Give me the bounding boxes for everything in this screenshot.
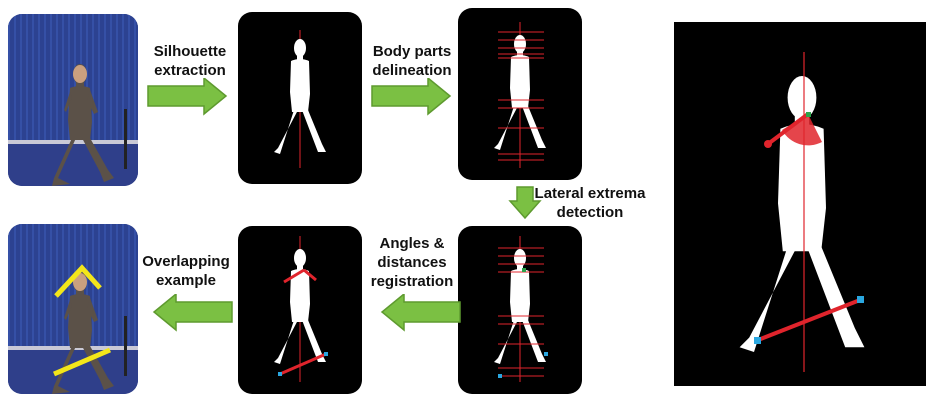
flow-arrow-1 [146,78,236,118]
extrema-point [544,352,548,356]
extrema-point [498,374,502,378]
flow-arrow-left-2 [144,294,234,334]
original-frame-panel [8,14,138,186]
step-label-silhouette-extraction: Silhouette extraction [140,42,240,80]
detail-panel [674,22,926,386]
lateral-extrema-panel [458,226,582,394]
flow-arrow-2 [370,78,460,118]
angles-distances-panel [238,226,362,394]
body-parts-panel [458,8,582,180]
silhouette-panel [238,12,362,184]
step-label-lateral-extrema-detection: Lateral extrema detection [530,184,650,222]
extrema-point [754,337,761,344]
walking-person-photo [8,14,138,186]
feet-distance-line [280,354,326,374]
extrema-point [806,112,811,117]
step-label-overlapping-example: Overlapping example [136,252,236,290]
flow-arrow-left-1 [372,294,462,334]
extrema-point [522,268,526,272]
extrema-point [857,296,864,303]
overlapping-example-panel [8,224,138,394]
step-label-angles-distances-registration: Angles & distances registration [362,234,462,291]
step-label-body-parts-delineation: Body parts delineation [362,42,462,80]
